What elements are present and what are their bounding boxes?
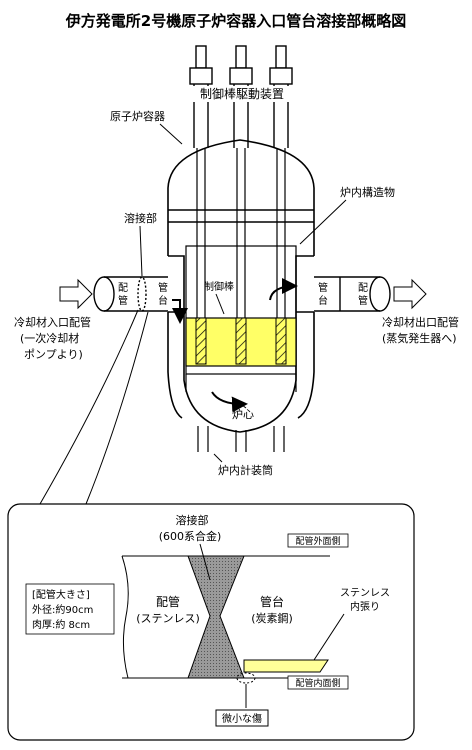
liner-line1: ステンレス (340, 588, 390, 599)
size-thickness: 肉厚:約 8cm (32, 618, 90, 631)
inlet-label-3: ポンプより) (24, 348, 83, 361)
flaw-label: 微小な傷 (222, 712, 262, 725)
detail-weld-line1: 溶接部 (176, 513, 209, 527)
incore-tubes (197, 426, 285, 452)
crdm-housings (189, 45, 293, 148)
detail-pipe-line2: (ステンレス) (136, 612, 200, 625)
detail-nozzle-line1: 管台 (260, 594, 284, 609)
crdm-label: 制御棒駆動装置 (200, 86, 284, 101)
inlet-flow-arrow (59, 278, 93, 310)
size-head: [配管大きさ] (32, 588, 90, 601)
flaw-box (215, 709, 269, 727)
size-od: 外径:約90cm (32, 603, 93, 616)
outlet-nozzle-char2: 台 (318, 294, 328, 307)
weld-label: 溶接部 (124, 211, 157, 225)
internals-label: 炉内構造物 (340, 185, 395, 199)
outlet-label-1: 冷却材出口配管 (382, 315, 459, 329)
outlet-pipe-char2: 管 (358, 294, 368, 307)
inlet-pipe-char2: 管 (118, 294, 128, 307)
liner-line2: 内張り (350, 600, 380, 613)
inlet-label-2: (一次冷却材 (20, 331, 79, 345)
inlet-nozzle-char2: 台 (158, 294, 168, 307)
inlet-pipe (93, 276, 168, 312)
outlet-flow-arrow (393, 278, 427, 310)
control-rod-2 (235, 317, 247, 365)
detail-nozzle-line2: (炭素鋼) (251, 611, 293, 625)
size-box (25, 583, 115, 635)
outlet-nozzle-char1: 管 (318, 281, 328, 294)
detail-pipe-line1: 配管 (156, 594, 180, 609)
detail-section (121, 555, 330, 684)
zoom-lines (39, 309, 149, 505)
outlet-label-2: (蒸気発生器へ) (382, 331, 457, 345)
outlet-pipe-char1: 配 (358, 282, 368, 294)
outlet-pipe (314, 276, 391, 312)
control-rod-label: 制御棒 (204, 280, 234, 293)
incore-label: 炉内計装筒 (218, 463, 273, 477)
inlet-nozzle-char1: 管 (158, 281, 168, 294)
core-label: 炉心 (232, 408, 254, 421)
control-rod-3 (275, 317, 287, 365)
vessel-label: 原子炉容器 (110, 109, 165, 123)
inner-side-label: 配管内面側 (295, 677, 340, 689)
flow-arrows (172, 278, 298, 413)
outer-side-label: 配管外面側 (295, 535, 340, 547)
diagram-title: 伊方発電所2号機原子炉容器入口管台溶接部概略図 (65, 12, 406, 30)
detail-weld-line2: (600系合金) (159, 529, 222, 543)
inlet-pipe-char1: 配 (118, 282, 128, 294)
inlet-label-1: 冷却材入口配管 (14, 315, 91, 329)
control-rod-1 (195, 317, 207, 365)
